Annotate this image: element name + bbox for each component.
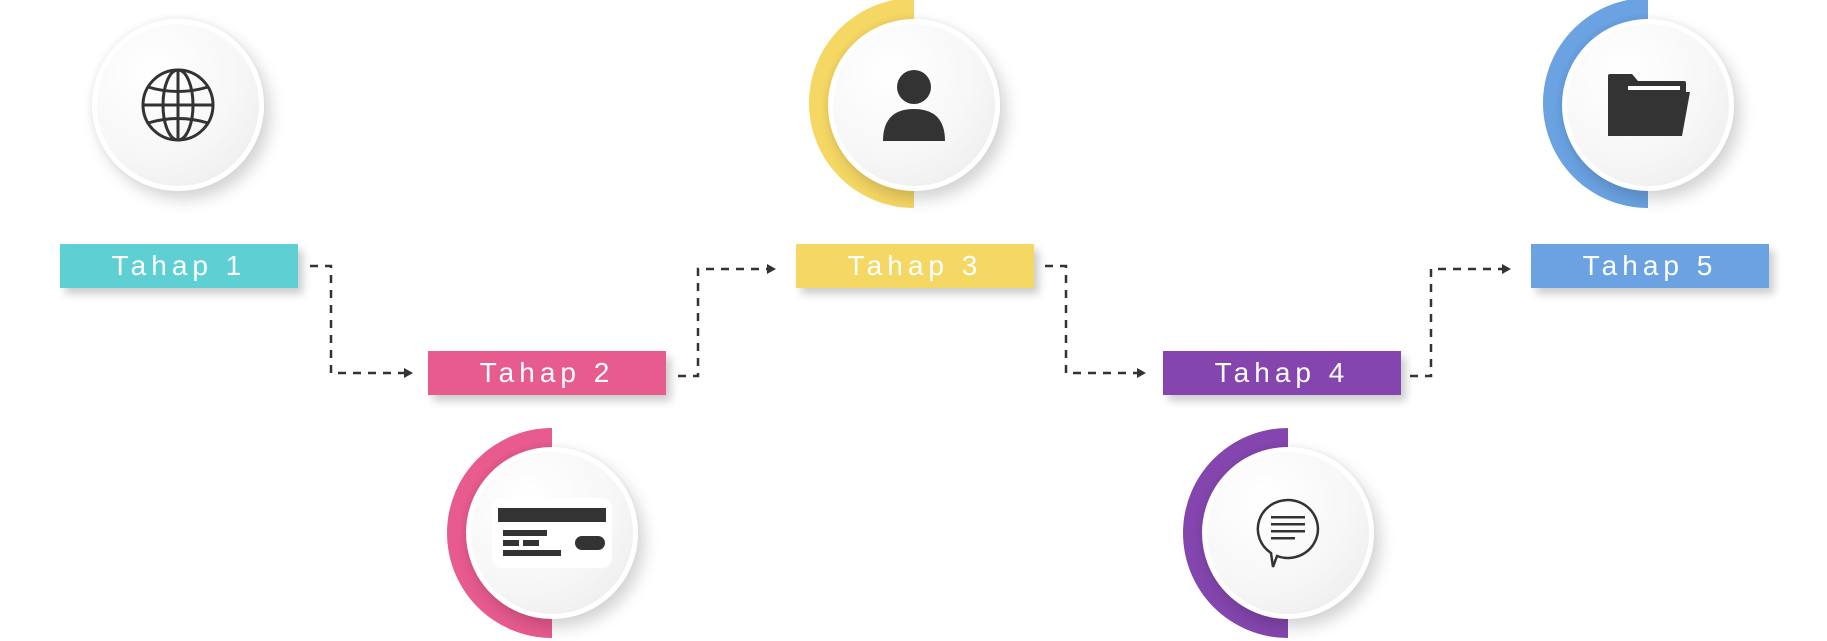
arrowhead-4 [1137, 368, 1146, 378]
step-1-icon-disc [92, 19, 264, 191]
globe-icon [141, 68, 215, 142]
step-4-label: Tahap 4 [1163, 351, 1401, 395]
step-5-icon-disc [1562, 19, 1734, 191]
connector-4-5 [1410, 267, 1503, 378]
step-3-label: Tahap 3 [796, 244, 1034, 288]
connector-3-4 [1045, 264, 1138, 375]
step-3-icon-disc [828, 19, 1000, 191]
folder-icon [1608, 74, 1690, 136]
step-2-icon-disc [466, 447, 638, 619]
chat-bubble-icon [1256, 498, 1320, 568]
arrowhead-3 [767, 264, 776, 274]
step-4-icon-disc [1202, 447, 1374, 619]
user-icon [883, 70, 945, 141]
step-1-label: Tahap 1 [60, 244, 298, 288]
connector-1-2 [310, 264, 405, 375]
step-5-label: Tahap 5 [1531, 244, 1769, 288]
connector-2-3 [678, 267, 768, 378]
arrowhead-5 [1502, 264, 1511, 274]
credit-card-icon [492, 498, 612, 568]
step-2-label: Tahap 2 [428, 351, 666, 395]
arrowhead-2 [404, 368, 413, 378]
